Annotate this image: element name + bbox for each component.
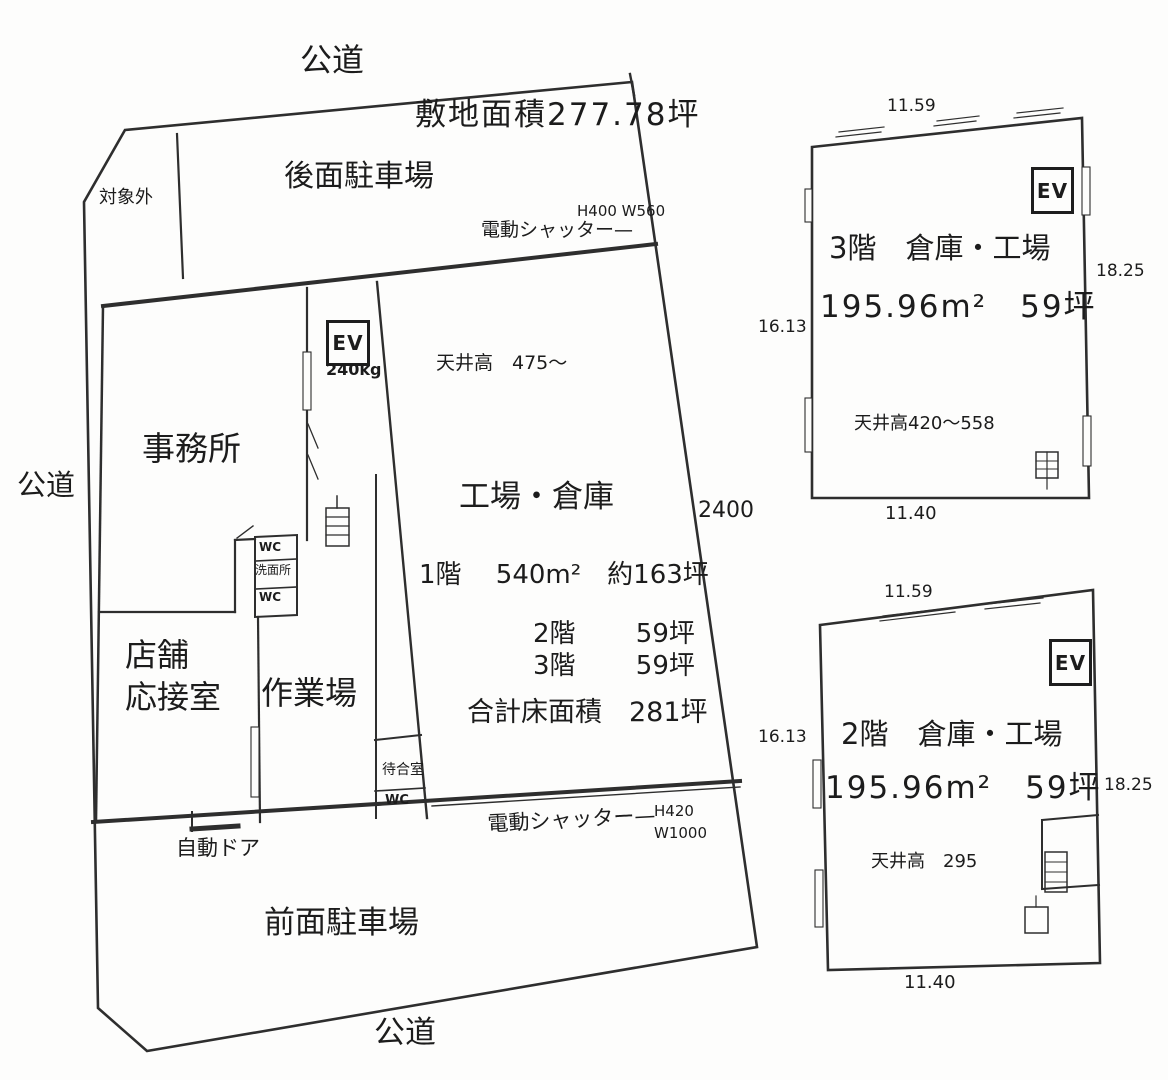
stairs-icon-main xyxy=(325,495,350,547)
bottom-shutter-height-label: H420 xyxy=(654,802,694,820)
road-top-label: 公道 xyxy=(300,41,365,79)
factory-warehouse-label: 工場・倉庫 xyxy=(459,479,614,515)
wc-upper-label: WC xyxy=(259,540,282,554)
floor2-area-size-label: 195.96m² 59坪 xyxy=(825,770,1102,806)
washroom-label: 洗面所 xyxy=(255,563,292,577)
site-boundary xyxy=(82,72,759,1053)
floor2-dim-left-label: 16.13 xyxy=(758,727,807,747)
excluded-divider-line xyxy=(175,132,185,280)
elevator-box-main: EV xyxy=(326,320,370,366)
road-bottom-label: 公道 xyxy=(374,1015,436,1051)
floor3-dim-bottom-label: 11.40 xyxy=(885,503,937,524)
waiting-room-label: 待合室 xyxy=(382,762,424,778)
bottom-shutter-width-label: W1000 xyxy=(654,824,708,842)
floor3-title-label: 3階 倉庫・工場 xyxy=(829,231,1051,265)
elevator-capacity-label: 240kg xyxy=(326,360,382,379)
floor3-dim-top-label: 11.59 xyxy=(887,96,936,116)
wc-waiting-label: WC xyxy=(385,793,409,808)
floor3-dim-left-label: 16.13 xyxy=(758,317,807,337)
floor2-outline xyxy=(812,588,1102,972)
shop-label: 店舗 xyxy=(125,636,190,674)
ceiling-height-1f-label: 天井高 475～ xyxy=(436,352,568,374)
workshop-label: 作業場 xyxy=(261,674,358,712)
front-parking-label: 前面駐車場 xyxy=(264,905,419,941)
site-area-label: 敷地面積277.78坪 xyxy=(415,97,701,133)
dim-right-label: 2400 xyxy=(698,498,754,523)
rear-parking-label: 後面駐車場 xyxy=(284,159,434,194)
floor3-outline xyxy=(804,107,1092,500)
total-floor-area-label: 合計床面積 281坪 xyxy=(467,697,708,728)
auto-door-label: 自動ドア xyxy=(176,836,260,860)
floor3-area-label: 3階 59坪 xyxy=(533,651,695,681)
floor3-area-size-label: 195.96m² 59坪 xyxy=(820,289,1097,325)
road-left-label: 公道 xyxy=(17,468,76,502)
wc-lower-label: WC xyxy=(259,590,282,604)
floor2-dim-top-label: 11.59 xyxy=(884,582,933,602)
floor2-ceiling-label: 天井高 295 xyxy=(871,851,978,872)
auto-door-mark xyxy=(189,811,241,832)
floor2-dim-right-label: 18.25 xyxy=(1104,775,1153,795)
top-shutter-size-label: H400 W560 xyxy=(577,202,666,220)
wall-opening-marks xyxy=(250,351,312,798)
stairs-icon-floor3 xyxy=(1035,451,1059,490)
reception-room-label: 応接室 xyxy=(125,678,222,716)
floor2-title-label: 2階 倉庫・工場 xyxy=(841,717,1063,751)
floor1-area-label: 1階 540m² 約163坪 xyxy=(419,560,709,590)
elevator-box-floor2: EV xyxy=(1049,639,1092,686)
floor2-area-label: 2階 59坪 xyxy=(533,619,695,649)
floor2-small-shaft xyxy=(1024,906,1049,934)
floor2-dim-bottom-label: 11.40 xyxy=(904,972,956,993)
excluded-label: 対象外 xyxy=(99,187,153,208)
floor3-dim-right-label: 18.25 xyxy=(1096,261,1145,281)
floor2-stair-enclosure xyxy=(1024,813,1101,934)
top-shutter-label: 電動シャッター— xyxy=(481,219,634,241)
office-label: 事務所 xyxy=(142,429,241,468)
building-walls xyxy=(90,241,743,825)
floor3-ceiling-label: 天井高420～558 xyxy=(854,413,995,434)
elevator-box-floor3: EV xyxy=(1031,167,1074,214)
